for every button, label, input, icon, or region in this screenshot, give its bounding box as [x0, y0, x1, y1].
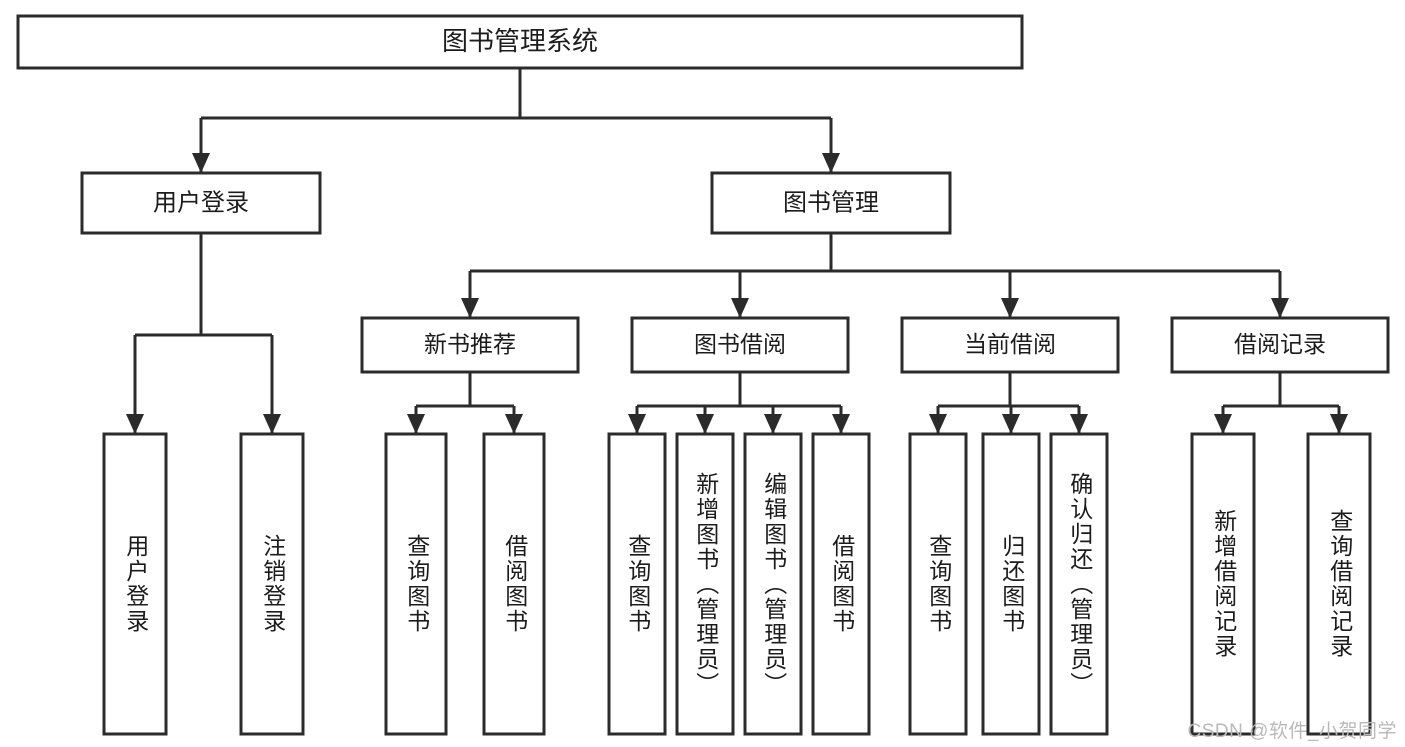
node-leaf-edit-book-admin[interactable] — [743, 432, 803, 736]
node-leaf-borrow-book-2[interactable] — [811, 432, 871, 736]
node-leaf-confirm-return-rect — [1049, 432, 1109, 736]
node-leaf-query-book-2-rect — [607, 432, 667, 736]
node-borrow-record-label: 借阅记录 — [1234, 331, 1326, 357]
book-borrow-leaves-arrow-0 — [628, 414, 646, 434]
node-leaf-query-borrow-record[interactable] — [1306, 432, 1372, 736]
node-book-manage-rect — [710, 171, 952, 235]
node-leaf-edit-book-admin-rect — [743, 432, 803, 736]
book-manage-arrow-3 — [1271, 298, 1289, 318]
node-book-borrow-rect — [630, 316, 850, 374]
borrow-record-leaves-arrow-1 — [1330, 414, 1348, 434]
current-borrow-leaves-arrow-2 — [1070, 414, 1088, 434]
node-current-borrow-rect — [900, 316, 1120, 374]
node-book-manage-label: 图书管理 — [783, 189, 879, 216]
book-borrow-leaves-arrow-1 — [696, 414, 714, 434]
node-leaf-logout-login[interactable] — [239, 432, 305, 736]
node-new-book-recommend-label: 新书推荐 — [424, 331, 516, 357]
node-new-book-recommend-rect — [360, 316, 580, 374]
node-leaf-user-login[interactable] — [102, 432, 168, 736]
node-current-borrow[interactable]: 当前借阅 — [900, 316, 1120, 374]
node-leaf-borrow-book-1-rect — [482, 432, 546, 736]
book-borrow-leaves-arrow-3 — [832, 414, 850, 434]
node-new-book-recommend[interactable]: 新书推荐 — [360, 316, 580, 374]
user-login-leaves-arrow-0 — [126, 414, 144, 434]
root-arrow-1 — [822, 153, 840, 173]
current-borrow-leaves-arrow-1 — [1002, 414, 1020, 434]
node-leaf-return-book-rect — [981, 432, 1041, 736]
new-book-recommend-leaves-arrow-1 — [505, 414, 523, 434]
node-leaf-return-book[interactable] — [981, 432, 1041, 736]
node-user-login-rect — [80, 171, 322, 235]
watermark: CSDN @软件_小贺同学 — [1187, 721, 1397, 742]
book-manage-arrow-2 — [1001, 298, 1019, 318]
node-leaf-query-book-3[interactable] — [908, 432, 968, 736]
node-leaf-add-borrow-record[interactable] — [1190, 432, 1256, 736]
node-leaf-query-book-1-rect — [384, 432, 448, 736]
current-borrow-leaves-arrow-0 — [929, 414, 947, 434]
node-leaf-add-book-admin[interactable] — [675, 432, 735, 736]
node-leaf-confirm-return[interactable] — [1049, 432, 1109, 736]
book-manage-arrow-1 — [731, 298, 749, 318]
node-leaf-borrow-book-1[interactable] — [482, 432, 546, 736]
node-borrow-record-rect — [1170, 316, 1390, 374]
node-root-label: 图书管理系统 — [442, 26, 598, 56]
node-leaf-logout-login-rect — [239, 432, 305, 736]
node-leaf-add-book-admin-rect — [675, 432, 735, 736]
node-leaf-borrow-book-2-rect — [811, 432, 871, 736]
node-current-borrow-label: 当前借阅 — [964, 331, 1056, 357]
node-root[interactable]: 图书管理系统 — [16, 14, 1024, 70]
node-user-login[interactable]: 用户登录 — [80, 171, 322, 235]
node-leaf-user-login-rect — [102, 432, 168, 736]
book-borrow-leaves-arrow-2 — [764, 414, 782, 434]
root-arrow-0 — [192, 153, 210, 173]
new-book-recommend-leaves-arrow-0 — [407, 414, 425, 434]
node-book-manage[interactable]: 图书管理 — [710, 171, 952, 235]
user-login-leaves-arrow-1 — [263, 414, 281, 434]
node-borrow-record[interactable]: 借阅记录 — [1170, 316, 1390, 374]
node-leaf-query-book-1[interactable] — [384, 432, 448, 736]
book-manage-arrow-0 — [461, 298, 479, 318]
node-book-borrow[interactable]: 图书借阅 — [630, 316, 850, 374]
node-leaf-query-book-2[interactable] — [607, 432, 667, 736]
node-book-borrow-label: 图书借阅 — [694, 331, 786, 357]
node-leaf-query-book-3-rect — [908, 432, 968, 736]
node-leaf-add-borrow-record-rect — [1190, 432, 1256, 736]
node-user-login-label: 用户登录 — [153, 189, 249, 216]
node-leaf-query-borrow-record-rect — [1306, 432, 1372, 736]
borrow-record-leaves-arrow-0 — [1214, 414, 1232, 434]
connector-layer — [126, 68, 1348, 434]
node-root-rect — [16, 14, 1024, 70]
